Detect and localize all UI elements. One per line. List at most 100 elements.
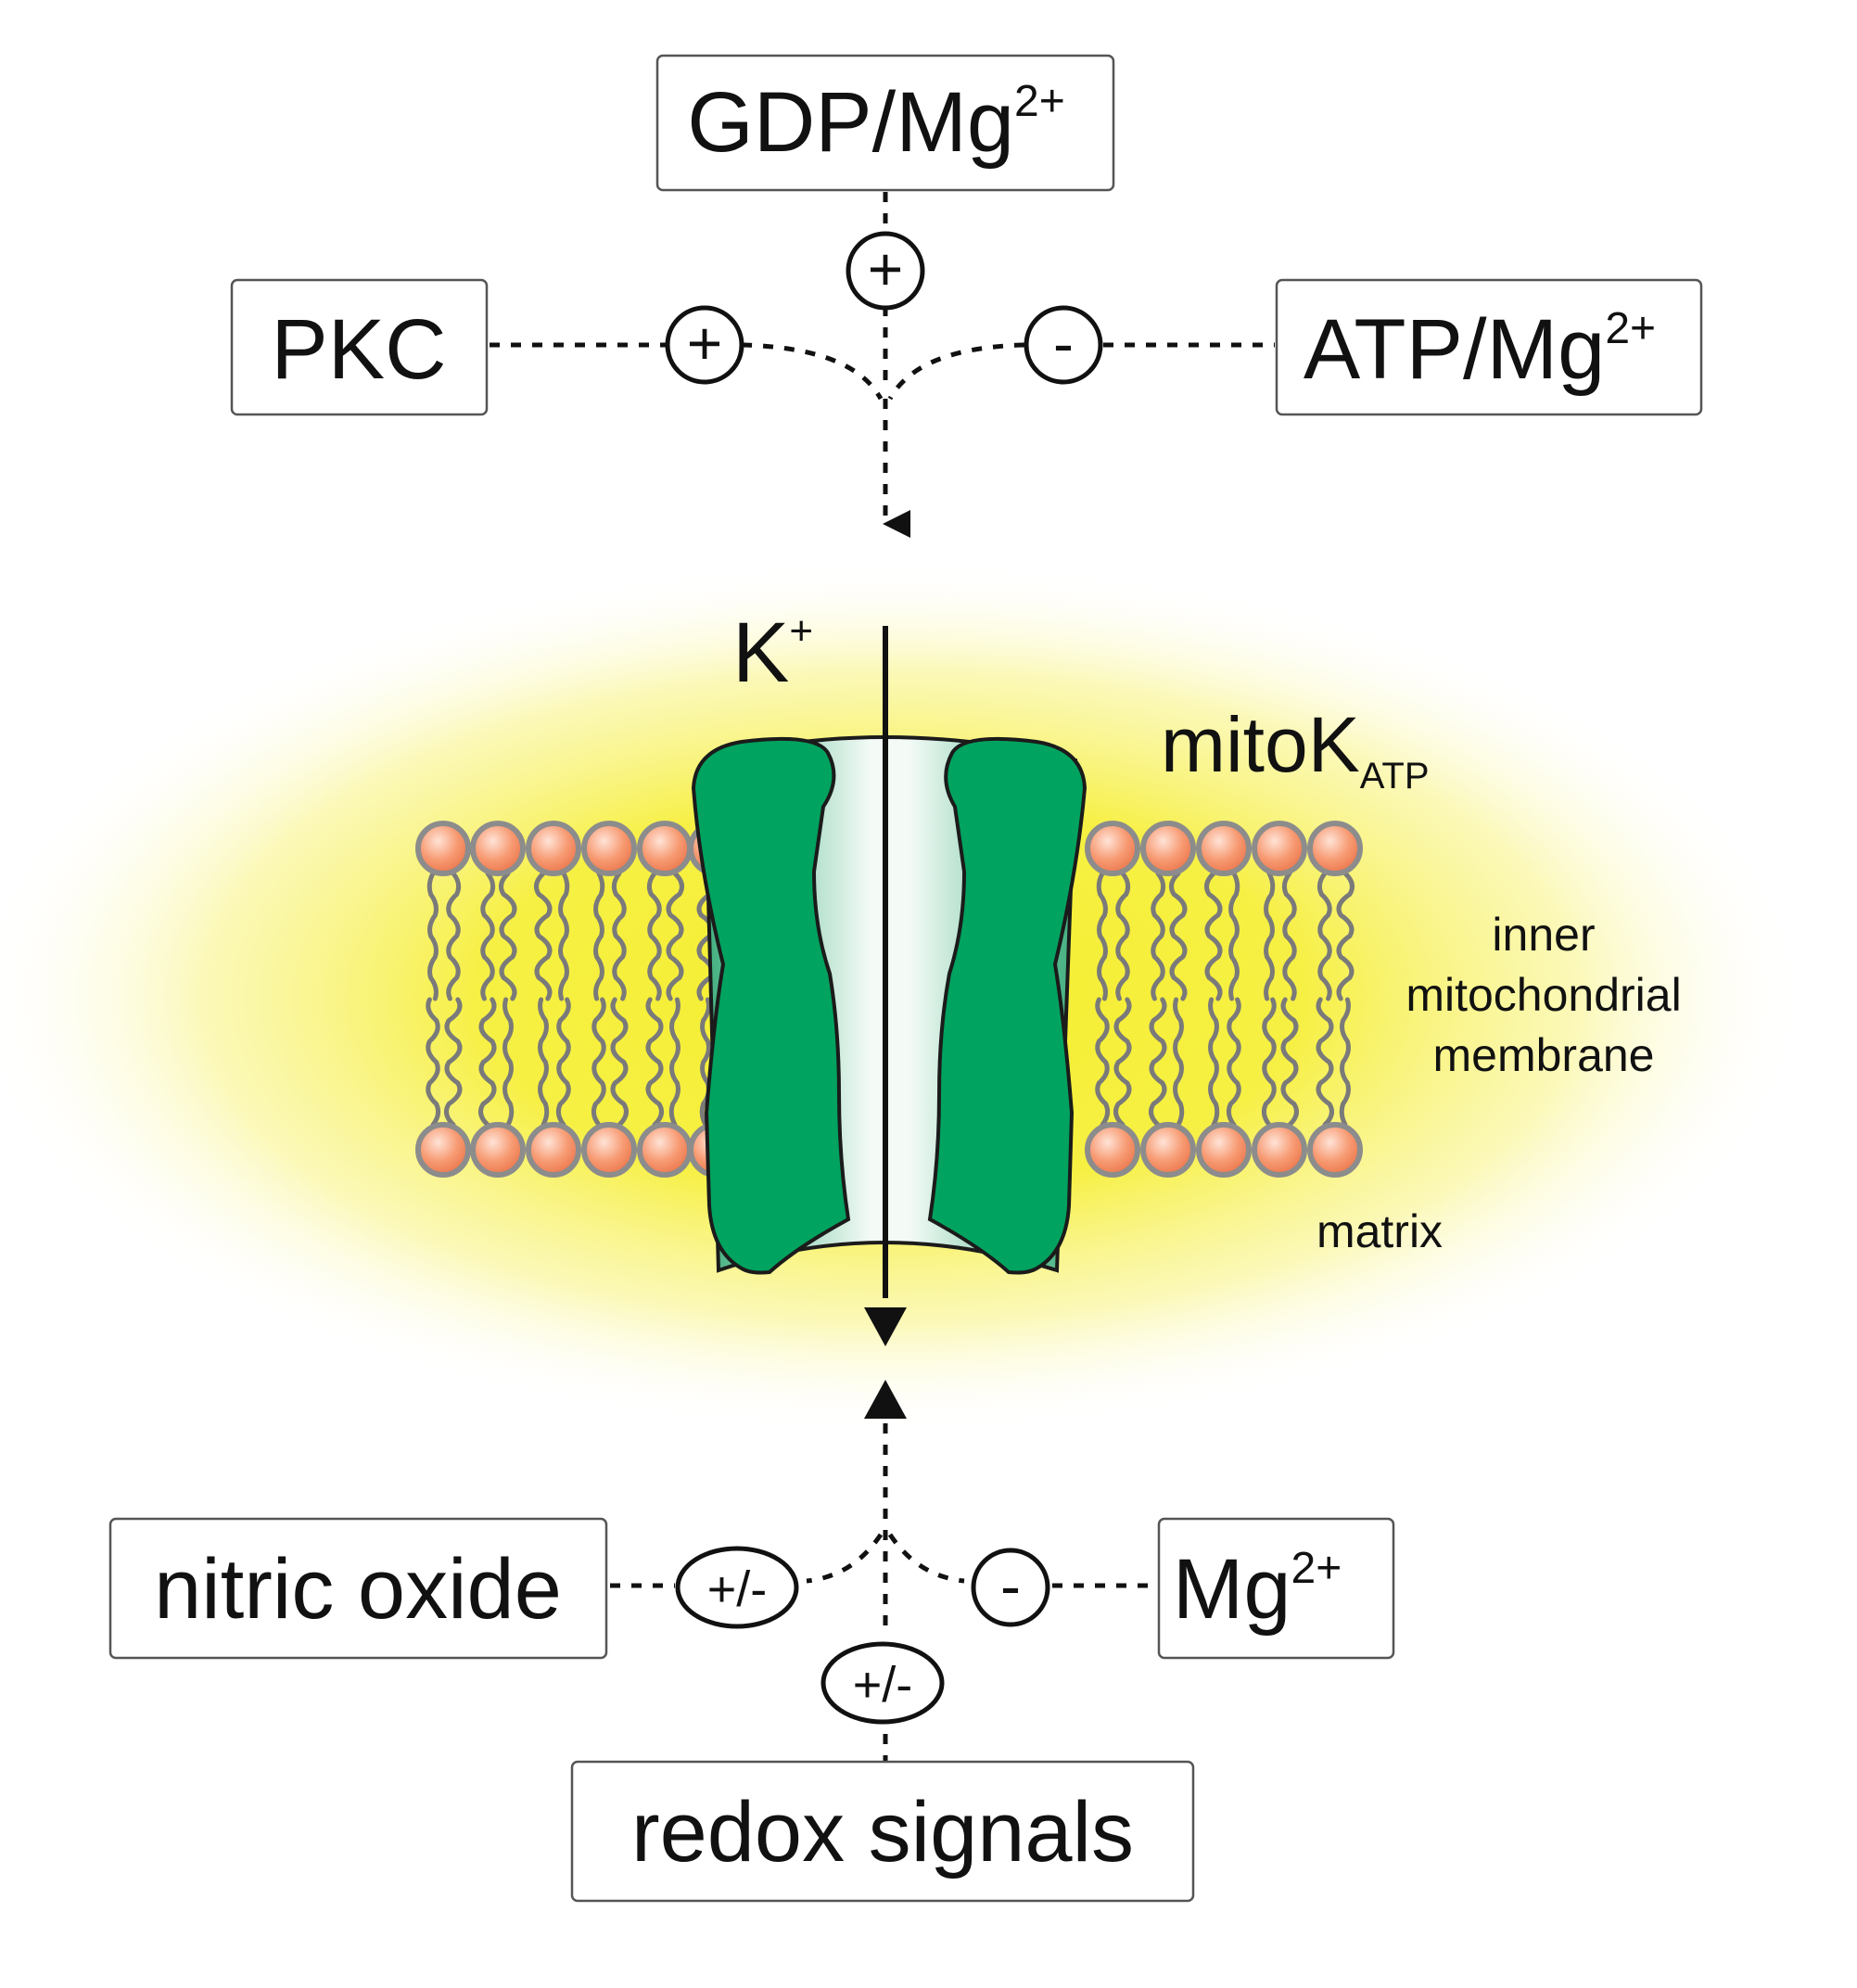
lipid-head [1252, 821, 1307, 876]
lipid-tail [1173, 997, 1185, 1128]
gdp-mg-label: GDP/Mg2+ [687, 75, 1064, 170]
lipid-tail [478, 997, 497, 1128]
lipid-tail [1280, 997, 1299, 1128]
lipid-tail [1169, 871, 1188, 1001]
lipid-tail [1228, 871, 1240, 1001]
top-connectors [490, 192, 1275, 538]
lipid-tail [593, 871, 605, 1001]
lipid-tail [534, 871, 553, 1001]
lipid-tail [610, 997, 629, 1128]
lipid-bilayer [415, 821, 1363, 1178]
lipid-tail [502, 997, 515, 1128]
redox-effect-sign: +/- [853, 1657, 913, 1713]
nitric-oxide-effect-sign: +/- [707, 1561, 768, 1617]
lipid-tail [1095, 997, 1111, 1128]
lipid-tail [591, 997, 606, 1128]
lipid-tail [1113, 997, 1132, 1128]
lipid-tail [666, 871, 684, 1001]
lipid-tail [1226, 997, 1241, 1128]
atp-mg-effect-sign: - [1053, 309, 1074, 377]
regulator-pkc: PKC [230, 278, 489, 416]
svg-text:mitochondrial: mitochondrial [1405, 969, 1681, 1021]
lipid-tail [1336, 871, 1355, 1001]
membrane-label: inner mitochondrial membrane [1405, 909, 1681, 1081]
regulator-gdp-mg: GDP/Mg2+ [655, 54, 1115, 192]
lipid-head [1307, 1122, 1363, 1178]
mitokatp-channel [691, 735, 1087, 1275]
lipid-head [470, 1122, 526, 1178]
lipid-head [637, 821, 693, 876]
lipid-tail [646, 871, 662, 1001]
atp-mg-label: ATP/Mg2+ [1304, 302, 1656, 397]
lipid-tail [1204, 871, 1223, 1001]
lipid-tail [558, 871, 570, 1001]
lipid-head [1085, 821, 1140, 876]
lipid-tail [1316, 871, 1332, 1001]
svg-text:membrane: membrane [1433, 1029, 1655, 1081]
regulator-redox-signals: redox signals [570, 1760, 1195, 1903]
lipid-tail [645, 997, 664, 1128]
regulator-atp-mg: ATP/Mg2+ [1275, 278, 1703, 416]
channel-name-label: mitoKATP [1161, 701, 1430, 796]
lipid-tail [1316, 997, 1334, 1128]
channel-right-subunit [927, 736, 1087, 1275]
lipid-head [581, 821, 637, 876]
pkc-effect-sign: + [687, 309, 723, 377]
lipid-tail [499, 871, 517, 1001]
pkc-label: PKC [271, 302, 446, 397]
lipid-head [1196, 821, 1252, 876]
lipid-head [581, 1122, 637, 1178]
lipid-head [637, 1122, 693, 1178]
k-ion-flux-arrow [864, 626, 907, 1346]
lipid-tail [1264, 871, 1276, 1001]
lipid-tail [446, 871, 462, 1001]
matrix-label: matrix [1316, 1205, 1443, 1257]
potassium-ion-label: K+ [732, 605, 813, 700]
mg-effect-sign: - [1000, 1551, 1021, 1620]
mg-effect: - [971, 1548, 1050, 1627]
atp-mg-effect: - [1024, 305, 1103, 385]
lipid-tail [426, 871, 439, 1001]
lipid-head [415, 821, 471, 876]
lipid-tail [426, 997, 441, 1128]
pkc-effect: + [665, 305, 744, 385]
gdp-mg-effect: + [846, 231, 925, 311]
lipid-head [1196, 1122, 1252, 1178]
lipid-tail [668, 997, 680, 1128]
mg-label: Mg2+ [1173, 1542, 1342, 1637]
lipid-head [1140, 1122, 1196, 1178]
regulator-nitric-oxide: nitric oxide [108, 1517, 608, 1660]
lipid-head [470, 821, 526, 876]
redox-effect: +/- [820, 1641, 945, 1725]
lipid-tail [611, 871, 627, 1001]
lipid-head [415, 1122, 471, 1178]
channel-left-subunit [691, 736, 851, 1275]
lipid-tail [699, 997, 711, 1128]
lipid-tail [1151, 871, 1166, 1001]
redox-signals-label: redox signals [631, 1785, 1134, 1880]
lipid-tail [555, 997, 571, 1128]
gdp-mg-effect-sign: + [868, 235, 904, 303]
lipid-tail [1339, 997, 1351, 1128]
nitric-oxide-effect: +/- [675, 1546, 799, 1629]
svg-text:inner: inner [1492, 909, 1595, 961]
lipid-head [1085, 1122, 1140, 1178]
lipid-tail [538, 997, 550, 1128]
lipid-tail [1096, 871, 1108, 1001]
lipid-tail [1149, 997, 1167, 1128]
regulator-mg: Mg2+ [1157, 1517, 1395, 1660]
lipid-tail [480, 871, 496, 1001]
lipid-head [1252, 1122, 1307, 1178]
lipid-tail [1261, 997, 1277, 1128]
lipid-head [526, 821, 581, 876]
lipid-tail [1208, 997, 1220, 1128]
lipid-tail [1281, 871, 1297, 1001]
lipid-head [1307, 821, 1363, 876]
lipid-tail [444, 997, 463, 1128]
nitric-oxide-label: nitric oxide [154, 1542, 562, 1637]
lipid-head [1140, 821, 1196, 876]
lipid-head [526, 1122, 581, 1178]
lipid-tail [1115, 871, 1131, 1001]
